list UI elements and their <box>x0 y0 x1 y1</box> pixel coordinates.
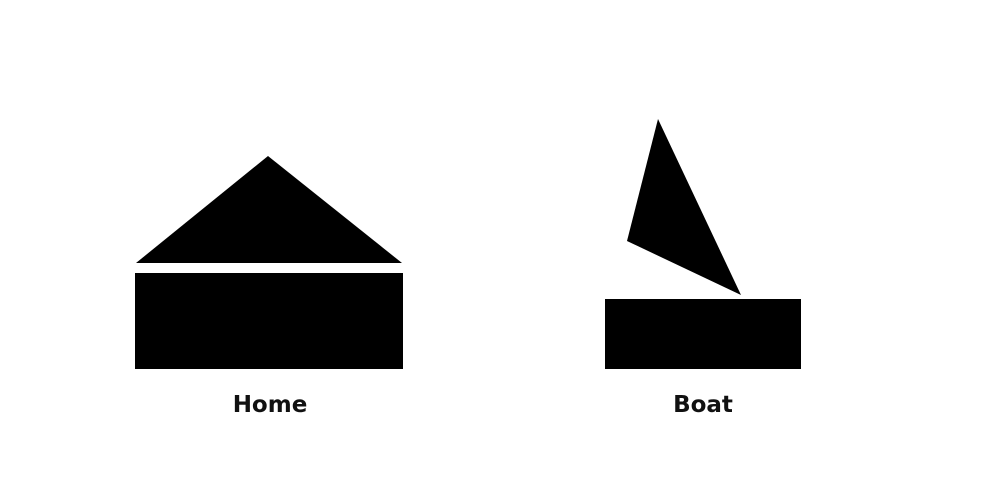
boat-sail-triangle <box>627 119 741 295</box>
home-figure <box>135 156 403 369</box>
home-label: Home <box>232 392 308 418</box>
boat-figure <box>605 119 801 369</box>
boat-label: Boat <box>673 392 733 418</box>
boat-hull-rectangle <box>605 299 801 369</box>
home-wall-rectangle <box>135 273 403 369</box>
home-roof-triangle <box>136 156 402 263</box>
